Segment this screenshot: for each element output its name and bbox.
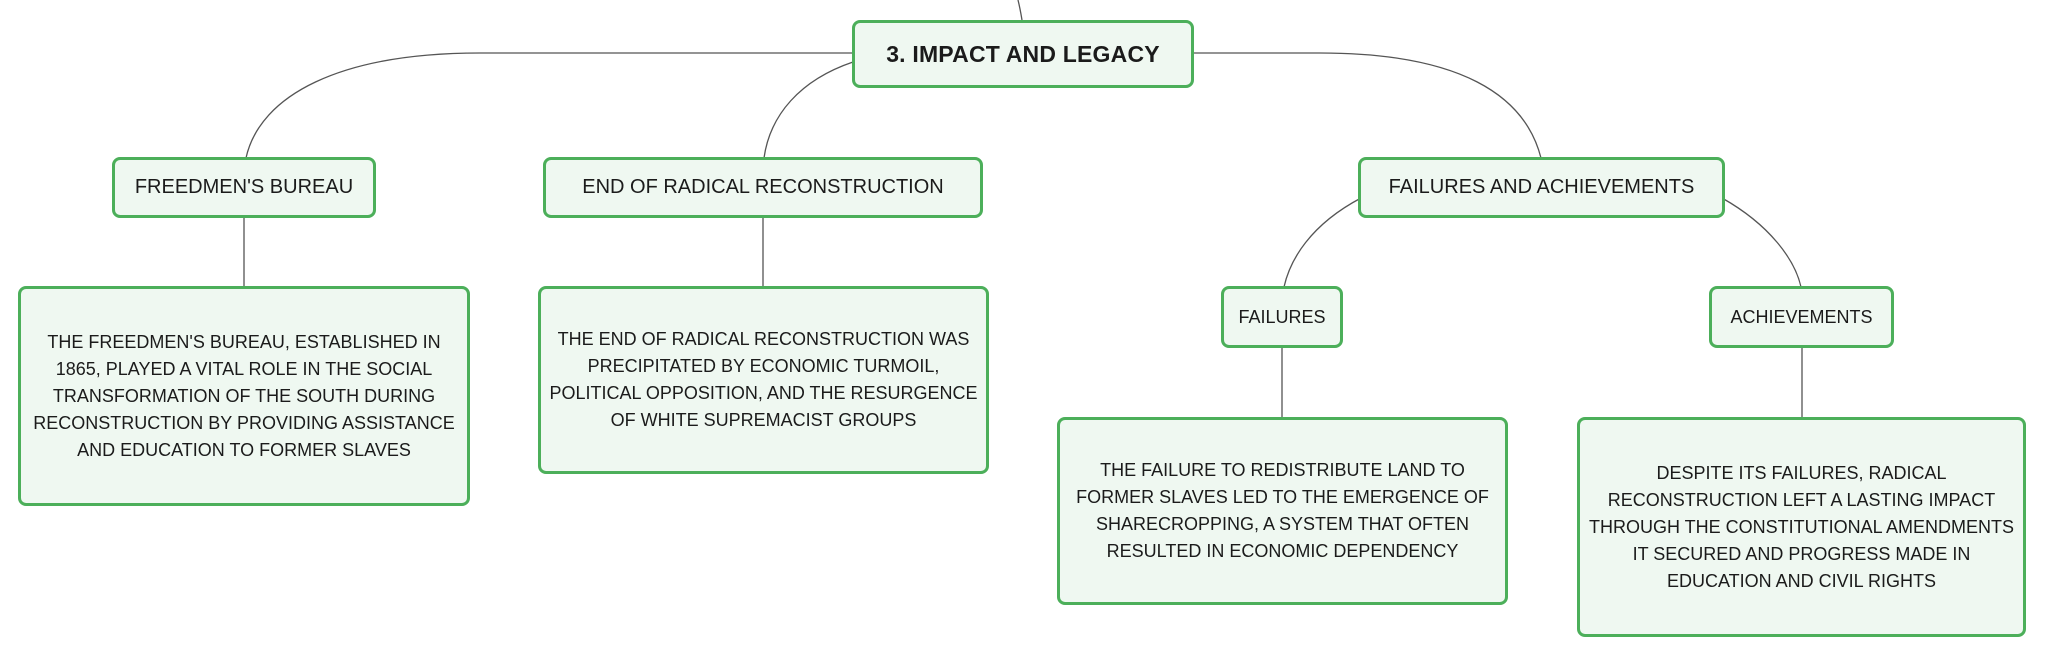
freedmens-bureau-detail-text: The Freedmen's Bureau, established in 18… [33, 331, 455, 460]
end-radical-reconstruction-detail-node[interactable]: The end of Radical Reconstruction was pr… [538, 286, 989, 474]
freedmens-bureau-detail-node[interactable]: The Freedmen's Bureau, established in 18… [18, 286, 470, 506]
achievements-detail-node[interactable]: Despite its failures, Radical Reconstruc… [1577, 417, 2026, 637]
failures-node[interactable]: Failures [1221, 286, 1343, 348]
end-radical-reconstruction-node[interactable]: End of Radical Reconstruction [543, 157, 983, 218]
achievements-node[interactable]: Achievements [1709, 286, 1894, 348]
connector-fa-achievements [1721, 197, 1802, 288]
connector-root-failures-achievements [1192, 52, 1542, 159]
failures-detail-text: The failure to redistribute land to form… [1076, 460, 1489, 561]
connector-root-end-radical [763, 61, 854, 159]
failures-achievements-node[interactable]: Failures and Achievements [1358, 157, 1725, 218]
connector-root-parent [1017, 0, 1023, 21]
end-radical-reconstruction-detail-text: The end of Radical Reconstruction was pr… [549, 329, 978, 430]
freedmens-bureau-node[interactable]: Freedmen's Bureau [112, 157, 376, 218]
failures-detail-node[interactable]: The failure to redistribute land to form… [1057, 417, 1508, 605]
root-node[interactable]: 3. Impact and Legacy [852, 20, 1194, 88]
connector-fa-failures [1283, 197, 1362, 288]
achievements-label: Achievements [1730, 306, 1873, 327]
root-label: 3. Impact and Legacy [886, 40, 1160, 67]
connector-root-freedmens [245, 52, 853, 159]
achievements-detail-text: Despite its failures, Radical Reconstruc… [1588, 462, 2015, 591]
failures-label: Failures [1238, 306, 1326, 327]
freedmens-bureau-label: Freedmen's Bureau [134, 176, 354, 198]
end-radical-reconstruction-label: End of Radical Reconstruction [582, 176, 944, 198]
failures-achievements-label: Failures and Achievements [1388, 176, 1695, 198]
